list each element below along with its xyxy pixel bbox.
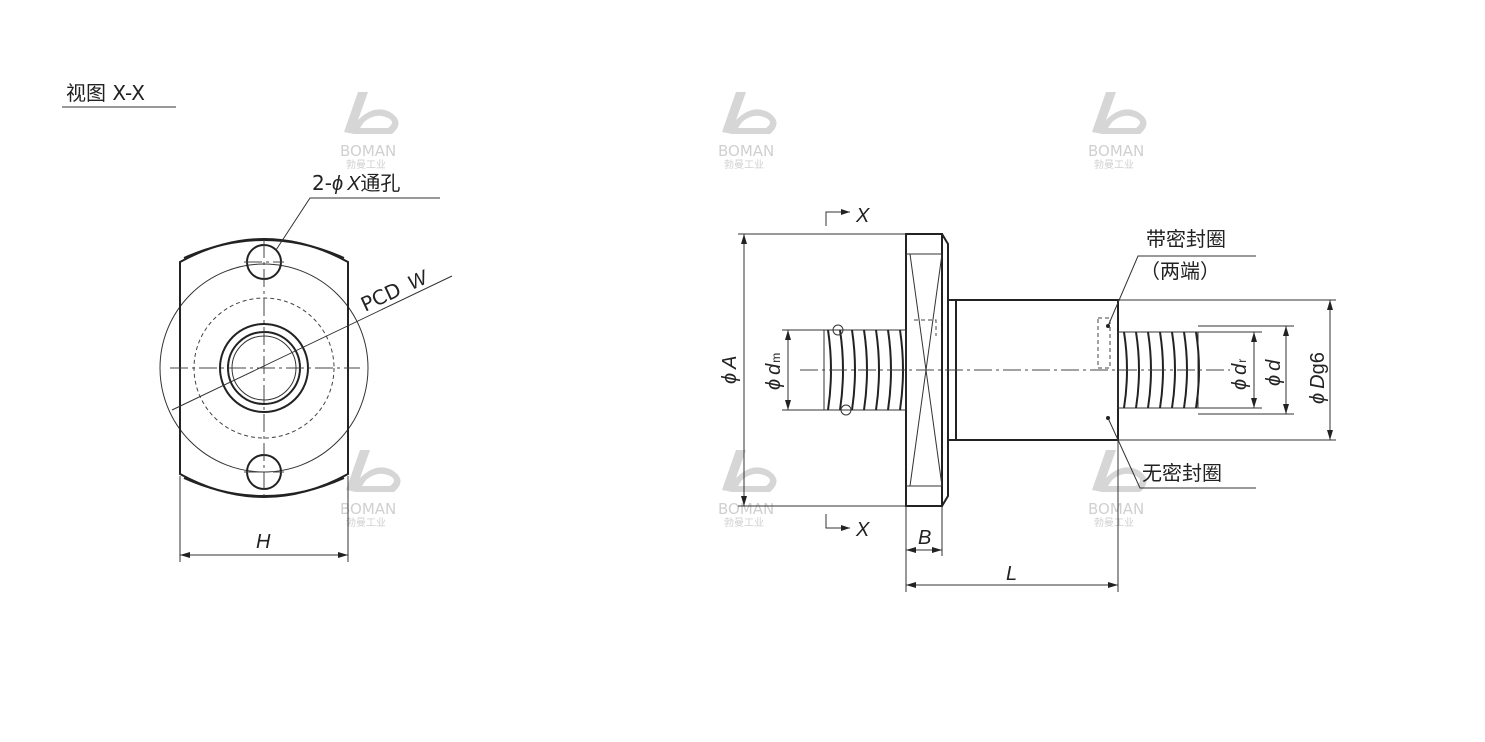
label-phi-a: ϕA: [719, 356, 741, 384]
watermark-5: BOMAN 勃曼工业: [718, 450, 777, 529]
svg-text:BOMAN: BOMAN: [340, 142, 396, 160]
label-phi-dm: ϕdm: [763, 353, 785, 390]
svg-text:勃曼工业: 勃曼工业: [1094, 516, 1134, 529]
svg-text:BOMAN: BOMAN: [718, 500, 774, 518]
svg-text:勃曼工业: 勃曼工业: [346, 158, 386, 171]
svg-text:BOMAN: BOMAN: [1088, 500, 1144, 518]
watermark-3: BOMAN 勃曼工业: [1088, 92, 1147, 171]
pcd-leader: [171, 275, 453, 411]
watermark-1: BOMAN 勃曼工业: [340, 92, 399, 171]
pcd-label: PCDW: [357, 264, 433, 316]
section-mark-top: X: [855, 205, 870, 227]
seal-dashed: [1097, 317, 1111, 369]
label-phi-d: ϕd: [1263, 359, 1285, 386]
h-label: H: [256, 531, 271, 553]
watermark-2: BOMAN 勃曼工业: [718, 92, 777, 171]
svg-text:BOMAN: BOMAN: [718, 142, 774, 160]
label-l: L: [1006, 563, 1017, 585]
hole-leader: [275, 197, 440, 251]
section-mark-bottom-line: [825, 514, 850, 529]
view-title: 视图 X-X: [66, 81, 145, 105]
label-phi-dg6: ϕDg6: [1307, 352, 1329, 404]
svg-text:勃曼工业: 勃曼工业: [724, 158, 764, 171]
label-phi-dr: ϕdr: [1229, 359, 1251, 390]
svg-text:勃曼工业: 勃曼工业: [1094, 158, 1134, 171]
seal-none-leader: [1107, 417, 1256, 489]
seal-none-label: 无密封圈: [1142, 461, 1222, 485]
seal-both-label: 带密封圈: [1146, 227, 1226, 251]
section-mark-bottom: X: [855, 519, 870, 541]
svg-text:BOMAN: BOMAN: [340, 500, 396, 518]
watermark-6: BOMAN 勃曼工业: [1088, 450, 1147, 529]
end-view: [159, 197, 453, 562]
label-b: B: [918, 527, 931, 549]
section-mark-top-line: [825, 211, 850, 226]
watermark-4: BOMAN 勃曼工业: [340, 450, 401, 529]
seal-both-leader: [1107, 255, 1256, 327]
side-view: [738, 209, 1336, 592]
svg-text:勃曼工业: 勃曼工业: [346, 516, 386, 529]
seal-both-sub: （两端）: [1140, 259, 1220, 283]
svg-text:BOMAN: BOMAN: [1088, 142, 1144, 160]
svg-text:勃曼工业: 勃曼工业: [724, 516, 764, 529]
